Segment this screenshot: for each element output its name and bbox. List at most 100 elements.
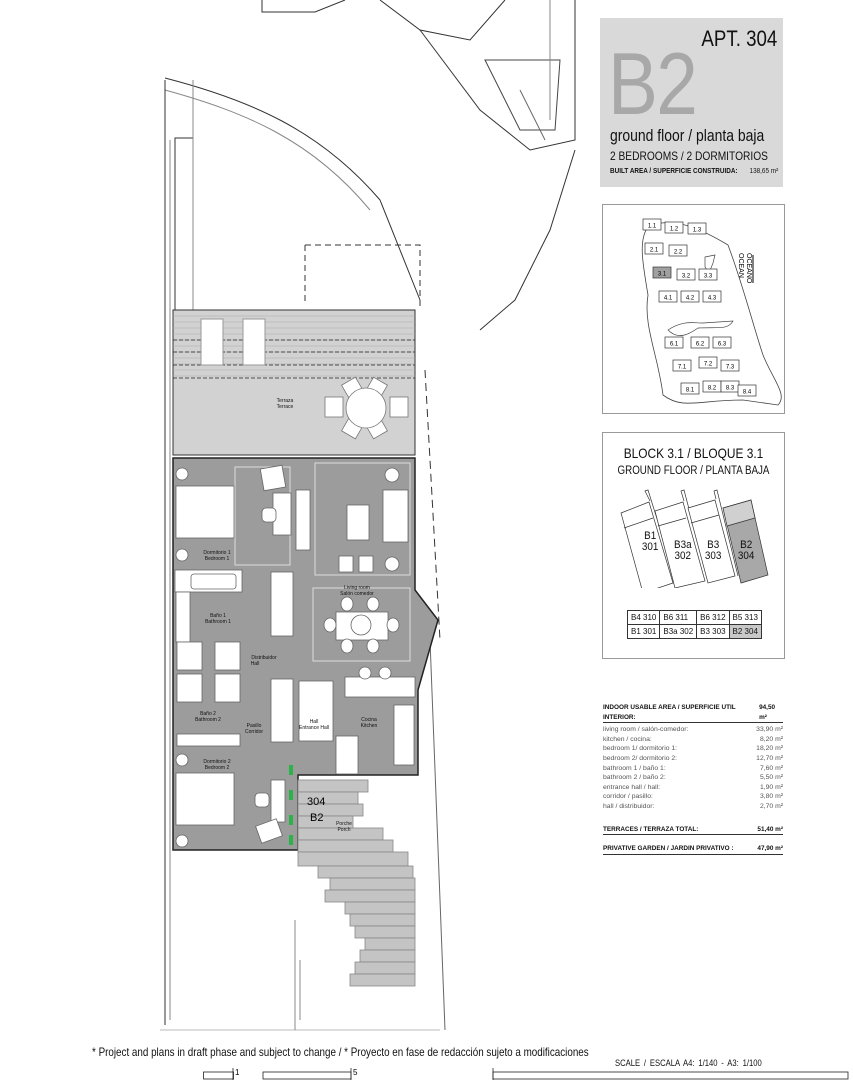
area-schedule: INDOOR USABLE AREA / SUPERFICIE UTIL INT… <box>603 703 783 855</box>
terraces-row: TERRACES / TERRAZA TOTAL:51,40 m² <box>603 825 783 836</box>
bath2-label-es: Baño 2 <box>200 711 216 717</box>
bath1-label-es: Baño 1 <box>210 613 226 619</box>
area-row: living room / salón-comedor: 33,90 m² <box>603 725 783 735</box>
svg-text:2.2: 2.2 <box>674 250 683 256</box>
scale-label: SCALE / ESCALA A4: 1/140 - A3: 1/100 <box>615 1058 762 1068</box>
terrace-label-en: Terrace <box>277 404 294 410</box>
block-subtitle: GROUND FLOOR / PLANTA BAJA <box>617 465 770 477</box>
room-label: hall / distribuidor: <box>603 802 655 810</box>
site-block-8.1: 8.1 <box>680 382 700 395</box>
terrace-label-es: Terraza <box>277 398 294 404</box>
built-area-value: 138,65 m² <box>749 166 779 175</box>
svg-text:8.1: 8.1 <box>686 388 695 394</box>
kitchen-label-en: Kitchen <box>361 723 378 729</box>
svg-text:6.3: 6.3 <box>718 342 727 348</box>
bedroom1-label-es: Dormitorio 1 <box>203 550 230 556</box>
scale-mark-1: 1 <box>235 1068 240 1077</box>
plan-unit-number: 304 <box>307 796 325 808</box>
porch-label-en: Porch <box>337 827 350 833</box>
room-value: 18,20 m² <box>756 745 783 753</box>
built-area: BUILT AREA / SUPERFICIE CONSTRUIDA: 138,6… <box>610 166 778 175</box>
scale-mark-5: 5 <box>353 1068 358 1077</box>
svg-text:8.4: 8.4 <box>743 390 752 396</box>
block-drawing <box>620 489 769 588</box>
room-label: bathroom 1 / baño 1: <box>603 764 666 772</box>
room-value: 2,70 m² <box>759 802 783 810</box>
scale-bar: 1 5 <box>203 1068 849 1080</box>
area-row: kitchen / cocina: 8,20 m² <box>603 735 783 745</box>
site-block-1.3: 1.3 <box>687 222 707 235</box>
plan-unit-type: B2 <box>310 812 323 824</box>
entrance-label-en: Entrance Hall <box>299 725 329 731</box>
kitchen-label-es: Cocina <box>361 717 377 723</box>
indoor-area-row: INDOOR USABLE AREA / SUPERFICIE UTIL INT… <box>603 703 783 724</box>
built-area-label: BUILT AREA / SUPERFICIE CONSTRUIDA: <box>610 166 738 175</box>
site-block-4.1: 4.1 <box>658 290 678 303</box>
site-block-1.2: 1.2 <box>664 221 684 234</box>
svg-text:4.3: 4.3 <box>708 296 717 302</box>
room-value: 12,70 m² <box>756 754 783 762</box>
porch-label-es: Porche <box>336 821 352 827</box>
living-label-es: Salón comedor <box>340 591 374 597</box>
room-value: 8,20 m² <box>759 735 783 743</box>
site-block-7.1: 7.1 <box>672 359 692 372</box>
room-value: 33,90 m² <box>756 726 783 734</box>
corridor-label-es: Pasillo <box>247 723 262 729</box>
bedrooms-label: 2 BEDROOMS / 2 DORMITORIOS <box>610 149 768 163</box>
floor-label: ground floor / planta baja <box>610 126 765 145</box>
block-plan: BLOCK 3.1 / BLOQUE 3.1 GROUND FLOOR / PL… <box>602 432 785 659</box>
room-value: 3,80 m² <box>759 793 783 801</box>
room-label: bedroom 2/ dormitorio 2: <box>603 754 678 762</box>
room-label: kitchen / cocina: <box>603 735 652 743</box>
floor-plan: Terraza Terrace Dormitorio 1 Bedroom 1 B… <box>160 0 576 1031</box>
room-value: 7,60 m² <box>759 764 783 772</box>
svg-text:1.1: 1.1 <box>648 224 657 230</box>
hall-label-en: Hall <box>251 661 260 667</box>
svg-text:8.3: 8.3 <box>726 386 735 392</box>
area-row: entrance hall / hall:1,90 m² <box>603 783 783 793</box>
bedroom2-label-es: Dormitorio 2 <box>203 759 230 765</box>
svg-text:7.3: 7.3 <box>726 365 735 371</box>
svg-text:6.1: 6.1 <box>670 342 679 348</box>
site-block-3.3: 3.3 <box>698 268 718 281</box>
svg-text:3.2: 3.2 <box>682 274 691 280</box>
corridor-label-en: Corridor <box>245 729 263 735</box>
apartment-header: APT. 304 B2 ground floor / planta baja 2… <box>600 18 783 187</box>
svg-text:3.1: 3.1 <box>658 272 667 278</box>
block-title: BLOCK 3.1 / BLOQUE 3.1 <box>623 445 764 461</box>
svg-text:7.2: 7.2 <box>704 362 713 368</box>
garden-row: PRIVATIVE GARDEN / JARDIN PRIVATIVO :47,… <box>603 844 783 855</box>
room-label: bedroom 1/ dormitorio 1: <box>603 745 678 753</box>
site-block-4.2: 4.2 <box>680 290 700 303</box>
site-block-7.3: 7.3 <box>720 359 740 372</box>
site-block-4.3: 4.3 <box>702 290 722 303</box>
hall-label-es: Distribuidor <box>251 655 277 661</box>
type-code: B2 <box>608 34 698 133</box>
site-block-3.2: 3.2 <box>676 268 696 281</box>
area-row: bathroom 1 / baño 1: 7,60 m² <box>603 764 783 774</box>
bedroom2-label-en: Bedroom 2 <box>205 765 230 771</box>
svg-text:7.1: 7.1 <box>678 365 687 371</box>
svg-text:2.1: 2.1 <box>650 248 659 254</box>
apartment-number: APT. 304 <box>701 26 777 51</box>
area-row: corridor / pasillo: 3,80 m² <box>603 792 783 802</box>
bath2-label-en: Bathroom 2 <box>195 717 221 723</box>
room-label: corridor / pasillo: <box>603 793 653 801</box>
site-block-3.1: 3.1 <box>652 266 672 279</box>
svg-text:4.2: 4.2 <box>686 296 695 302</box>
area-row: bathroom 2 / baño 2:5,50 m² <box>603 773 783 783</box>
svg-text:1.2: 1.2 <box>670 227 679 233</box>
site-block-8.3: 8.3 <box>720 380 740 393</box>
site-block-7.2: 7.2 <box>698 356 718 369</box>
room-value: 5,50 m² <box>759 774 783 782</box>
disclaimer: * Project and plans in draft phase and s… <box>92 1045 589 1059</box>
bedroom1-label-en: Bedroom 1 <box>205 556 230 562</box>
svg-text:3.3: 3.3 <box>704 274 713 280</box>
room-label: living room / salón-comedor: <box>603 726 689 734</box>
bath1-label-en: Bathroom 1 <box>205 619 231 625</box>
